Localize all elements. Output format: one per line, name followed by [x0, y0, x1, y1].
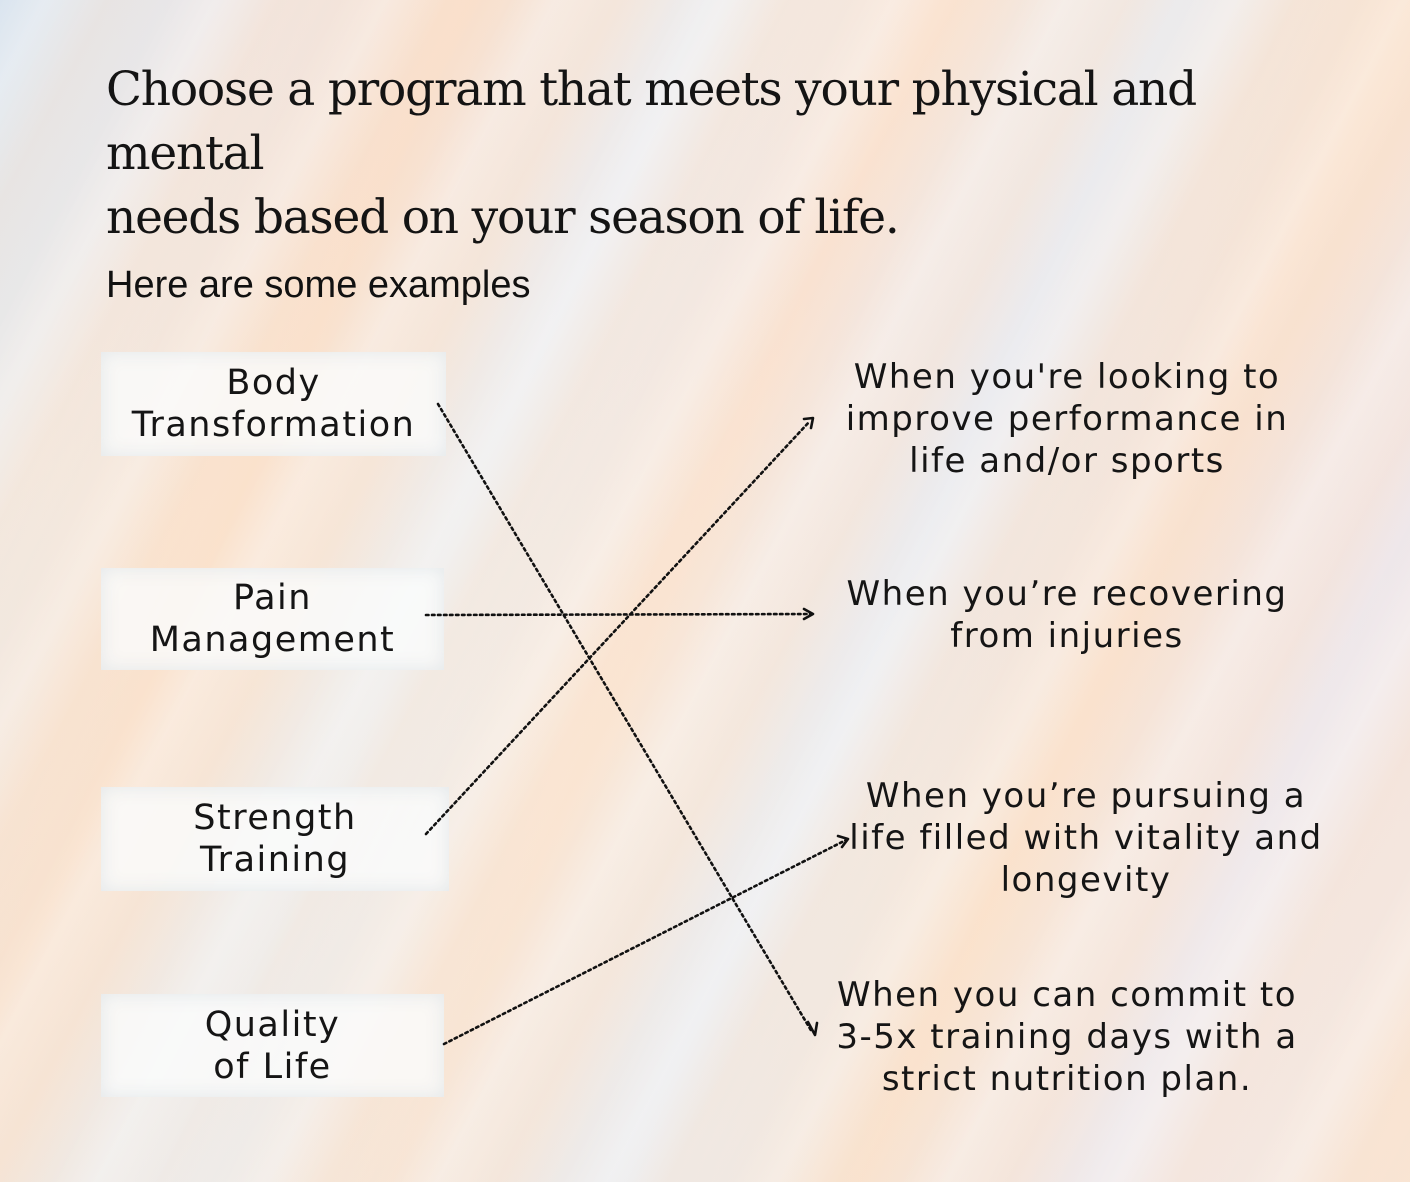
arrowhead-down-icon [806, 1020, 819, 1037]
description-line: strict nutrition plan. [881, 1059, 1253, 1099]
description-line: When you’re recovering [846, 574, 1288, 614]
program-label-line: Training [199, 840, 351, 880]
program-body-transformation: Body Transformation [101, 352, 446, 456]
program-label-line: Quality [204, 1004, 341, 1045]
description-line: improve performance in [845, 399, 1289, 439]
arrowhead-up-right-icon [836, 834, 850, 849]
description-line: from injuries [950, 616, 1184, 656]
examples-subheading: Here are some examples [106, 264, 531, 306]
program-strength-training: Strength Training [101, 787, 449, 891]
connector-pain-management [424, 612, 812, 617]
page-headline: Choose a program that meets your physica… [106, 58, 1346, 250]
description-line: life and/or sports [909, 441, 1225, 481]
description-line: When you can commit to [836, 975, 1298, 1015]
program-pain-management: Pain Management [101, 568, 444, 670]
headline-line-2: needs based on your season of life. [106, 190, 900, 245]
program-label-line: Body [226, 363, 321, 403]
description-line: life filled with vitality and [849, 818, 1323, 858]
description-performance: When you're looking to improve performan… [822, 356, 1312, 482]
program-label-line: of Life [213, 1046, 332, 1087]
arrowhead-right-icon [802, 607, 815, 621]
connector-body-transformation [436, 402, 814, 1034]
program-label-line: Transformation [131, 405, 416, 445]
connector-quality-of-life [442, 838, 848, 1046]
program-quality-of-life: Quality of Life [101, 994, 444, 1097]
description-line: When you're looking to [853, 357, 1281, 397]
description-recovering: When you’re recovering from injuries [822, 573, 1312, 657]
description-line: When you’re pursuing a [865, 776, 1307, 816]
headline-line-1: Choose a program that meets your physica… [106, 62, 1197, 181]
description-line: 3-5x training days with a [836, 1017, 1298, 1057]
connector-strength-training [424, 419, 812, 836]
arrowhead-up-right-icon [802, 416, 815, 430]
description-commit: When you can commit to 3-5x training day… [822, 974, 1312, 1100]
description-vitality: When you’re pursuing a life filled with … [842, 775, 1330, 901]
description-line: longevity [1000, 860, 1172, 900]
program-label-line: Pain [233, 578, 312, 618]
program-label-line: Management [149, 620, 396, 660]
program-label-line: Strength [193, 798, 357, 838]
